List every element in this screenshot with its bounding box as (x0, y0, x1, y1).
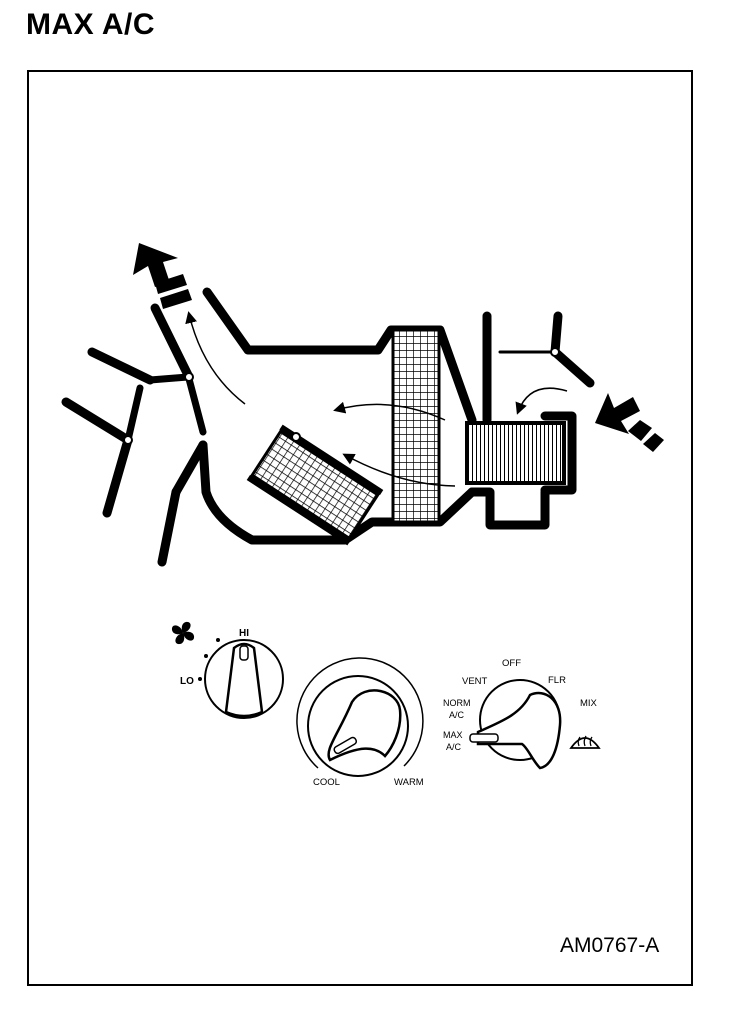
blower-knob-indicator (239, 645, 249, 661)
mode-norm-label: NORM (443, 698, 471, 708)
blower-lo-label: LO (180, 676, 194, 687)
mode-mix-label: MIX (580, 698, 598, 709)
blower-control[interactable]: HI LO (171, 621, 284, 719)
temp-knob-indicator (333, 736, 358, 755)
blower-knob-handle[interactable] (224, 642, 264, 718)
fan-icon (171, 621, 195, 645)
speed-dot (204, 654, 208, 658)
inlet-airflow-arrow-icon (595, 393, 664, 452)
figure-code: AM0767-A (560, 934, 660, 957)
temp-scale-arc (296, 657, 424, 769)
mode-doors (61, 303, 208, 567)
recirc-door (498, 311, 595, 388)
defrost-icon (569, 735, 601, 749)
mode-control[interactable]: OFF VENT FLR NORM A/C MIX MAX A/C (443, 658, 601, 770)
page-title: MAX A/C (26, 8, 156, 41)
heater-core-pivot (291, 432, 301, 442)
temp-warm-label: WARM (394, 777, 424, 788)
temp-cool-label: COOL (313, 777, 340, 788)
diagram-frame (27, 70, 693, 986)
mode-knob-handle[interactable] (476, 691, 562, 770)
mode-knob-indicator (469, 733, 499, 743)
mode-max-label-2: A/C (446, 742, 462, 752)
duct-housing (198, 287, 577, 545)
mode-norm-label-2: A/C (449, 710, 465, 720)
mode-max-label: MAX (443, 730, 463, 740)
airflow-arrows (185, 311, 568, 487)
blower-hi-label: HI (239, 628, 249, 639)
mode-off-label: OFF (502, 658, 521, 669)
speed-dot (198, 677, 202, 681)
mode-vent-label: VENT (462, 676, 488, 687)
evaporator-core (391, 328, 441, 524)
blower-wheel (465, 421, 566, 485)
speed-dot (216, 638, 220, 642)
outlet-airflow-arrow-icon (133, 243, 192, 309)
mode-flr-label: FLR (548, 675, 566, 686)
temperature-control[interactable]: COOL WARM (296, 657, 424, 788)
